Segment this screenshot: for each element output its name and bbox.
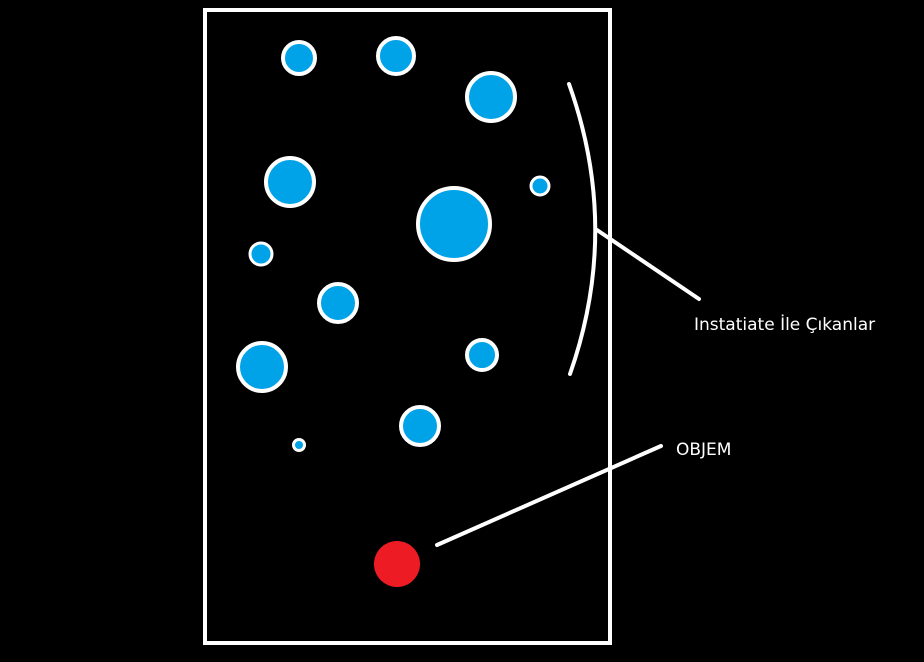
spawned-label: Instatiate İle Çıkanlar: [694, 314, 875, 335]
spawned-circle: [264, 156, 316, 208]
spawned-circle: [465, 338, 499, 372]
object-label: OBJEM: [676, 440, 731, 460]
spawned-circle: [399, 405, 441, 447]
spawned-circle: [292, 438, 306, 452]
spawned-objects-group: [236, 36, 551, 452]
spawned-circle: [416, 186, 492, 262]
player-object: [374, 541, 420, 587]
spawned-circle: [529, 175, 551, 197]
spawned-bracket: [567, 82, 598, 376]
spawned-circle: [317, 282, 359, 324]
spawned-leader-line: [595, 228, 701, 301]
object-leader-line: [435, 444, 663, 547]
spawned-circle: [236, 341, 288, 393]
spawned-circle: [465, 71, 517, 123]
game-area-frame: [203, 8, 612, 645]
spawned-circle: [281, 40, 317, 76]
spawned-circle: [248, 241, 274, 267]
spawned-circle: [376, 36, 416, 76]
